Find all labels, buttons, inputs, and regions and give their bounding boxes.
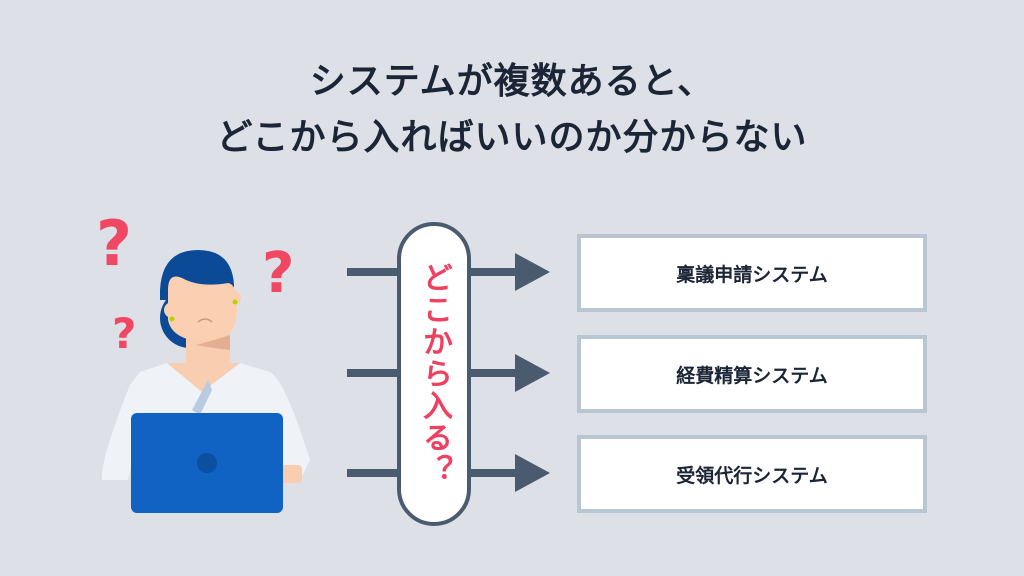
- entry-question-pill: どこから入る？: [397, 222, 471, 526]
- entry-question-label: どこから入る？: [417, 262, 452, 486]
- system-box-receipt: 受領代行システム: [577, 435, 927, 513]
- system-label: 受領代行システム: [676, 464, 828, 487]
- arrow-head-icon: [515, 454, 550, 492]
- arrow-head-icon: [515, 354, 550, 392]
- system-box-expense: 経費精算システム: [577, 335, 927, 413]
- svg-text:?: ?: [112, 309, 136, 358]
- arrow-head-icon: [515, 253, 550, 291]
- title-line-2: どこから入ればいいのか分からない: [216, 117, 808, 158]
- system-label: 経費精算システム: [676, 364, 828, 387]
- system-label: 稟議申請システム: [676, 263, 828, 286]
- svg-text:?: ?: [262, 241, 294, 306]
- svg-text:?: ?: [96, 207, 132, 280]
- question-mark-icon: ? ? ?: [96, 207, 294, 358]
- system-box-approval: 稟議申請システム: [577, 234, 927, 312]
- title-line-1: システムが複数あると、: [309, 61, 715, 102]
- laptop-icon: [131, 413, 283, 513]
